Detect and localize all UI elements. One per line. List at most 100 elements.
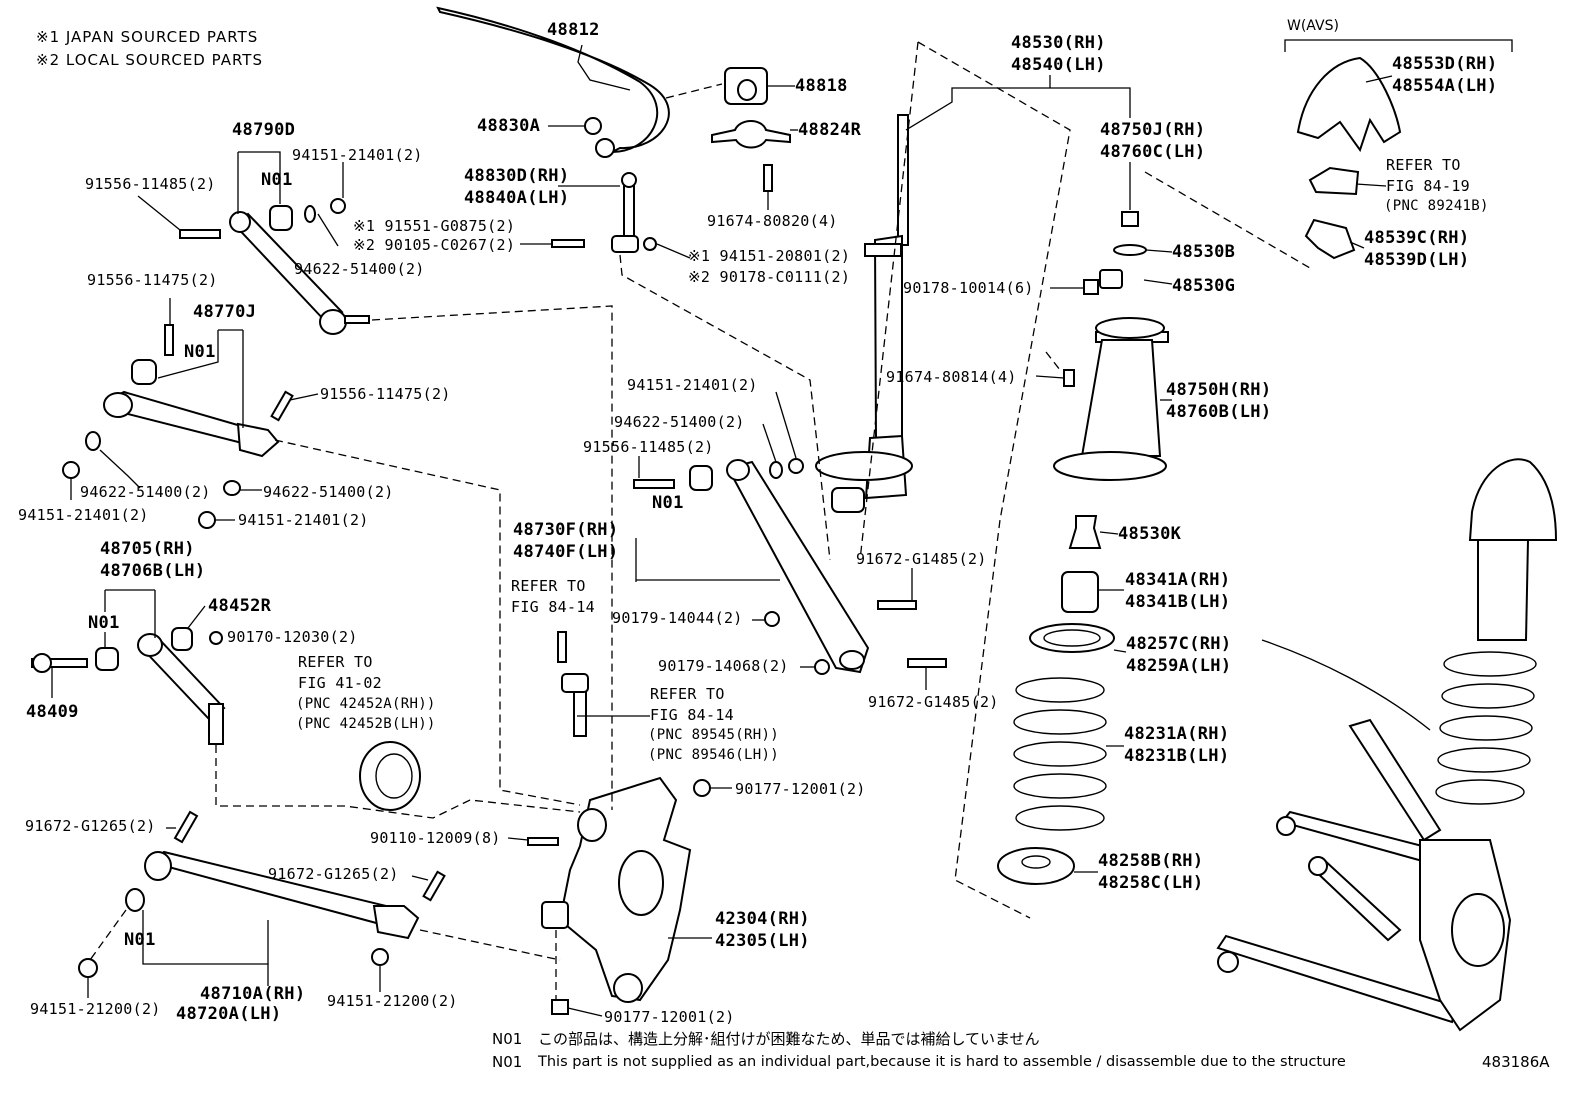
part-48720A-lh[interactable]: 48720A(LH) [176,1004,282,1024]
part-90177-12001-b[interactable]: 90177-12001(2) [604,1008,735,1026]
washer-94622-d[interactable] [769,461,783,479]
ref-fig-84-14b-line1[interactable]: REFER TO [650,685,725,703]
part-48540-lh[interactable]: 48540(LH) [1011,55,1106,75]
part-48760C-lh[interactable]: 48760C(LH) [1100,142,1206,162]
part-94151-21200-b[interactable]: 94151-21200(2) [327,992,458,1010]
nut-90170-12030[interactable] [209,631,223,645]
lower-spring-seat-48258B[interactable] [997,847,1075,885]
part-48830D-rh[interactable]: 48830D(RH) [464,166,570,186]
part-48710A-rh[interactable]: 48710A(RH) [200,984,306,1004]
bushing-N01-e[interactable] [689,465,713,491]
bushing-N01-a[interactable] [269,205,293,231]
spring-bumper-48341A[interactable] [1061,571,1099,613]
bolt-91556-11475-a[interactable] [164,324,174,356]
arm-48770J[interactable] [110,390,250,446]
bushing-48452R[interactable] [171,627,193,651]
part-91672-G1485-a[interactable]: 91672-G1485(2) [856,550,987,568]
part-91551-G0875[interactable]: ※1 91551-G0875(2) [353,217,516,235]
nut-94151-21401-d[interactable] [788,458,804,474]
part-48812[interactable]: 48812 [547,20,600,40]
part-48554A-lh[interactable]: 48554A(LH) [1392,76,1498,96]
part-91556-11485-a[interactable]: 91556-11485(2) [85,175,216,193]
part-91674-80820[interactable]: 91674-80820(4) [707,212,838,230]
part-48824R[interactable]: 48824R [798,120,862,140]
part-90170-12030[interactable]: 90170-12030(2) [227,628,358,646]
part-48830A[interactable]: 48830A [477,116,541,136]
bolt-91556-11475-b[interactable] [270,390,294,422]
part-48341A-rh[interactable]: 48341A(RH) [1125,570,1231,590]
nut-90179-14044[interactable] [764,611,780,627]
part-94151-20801[interactable]: ※1 94151-20801(2) [688,247,851,265]
part-48750J-rh[interactable]: 48750J(RH) [1100,120,1206,140]
part-94622-51400-b[interactable]: 94622-51400(2) [80,483,211,501]
part-91672-G1265-a[interactable]: 91672-G1265(2) [25,817,156,835]
nut-48750J[interactable] [1121,211,1139,227]
part-90177-12001-a[interactable]: 90177-12001(2) [735,780,866,798]
part-48750H-rh[interactable]: 48750H(RH) [1166,380,1272,400]
part-90179-14068[interactable]: 90179-14068(2) [658,657,789,675]
part-42305-lh[interactable]: 42305(LH) [715,931,810,951]
nut-90177-12001-b[interactable] [551,999,569,1015]
part-48258C-lh[interactable]: 48258C(LH) [1098,873,1204,893]
bolt-91674-80814[interactable] [1063,369,1075,387]
part-48818[interactable]: 48818 [795,76,848,96]
bolt-91674-80820[interactable] [763,164,773,192]
part-94622-51400-d[interactable]: 94622-51400(2) [614,413,745,431]
ref-fig-84-19-line2[interactable]: FIG 84-19 [1386,177,1470,195]
part-94151-21401-d[interactable]: 94151-21401(2) [627,376,758,394]
washer-94622-b[interactable] [85,431,101,451]
part-48740F-lh[interactable]: 48740F(LH) [513,542,619,562]
part-48706B-lh[interactable]: 48706B(LH) [100,561,206,581]
nut-94151-20801[interactable] [643,237,657,251]
insulator-48530G[interactable] [1099,269,1123,289]
ref-fig-41-02-line2[interactable]: FIG 41-02 [298,674,382,692]
nut-94151-21200-b[interactable] [371,948,389,966]
ref-fig-84-14a-line1[interactable]: REFER TO [511,577,586,595]
part-48530-rh[interactable]: 48530(RH) [1011,33,1106,53]
part-94622-51400-c[interactable]: 94622-51400(2) [263,483,394,501]
part-48530G[interactable]: 48530G [1172,276,1236,296]
part-48231A-rh[interactable]: 48231A(RH) [1124,724,1230,744]
bolt-90110-12009[interactable] [527,837,559,846]
sensor-bolt[interactable] [557,631,567,663]
part-48257C-rh[interactable]: 48257C(RH) [1126,634,1232,654]
shock-absorber-48530[interactable] [873,234,903,442]
part-90105-C0267[interactable]: ※2 90105-C0267(2) [353,236,516,254]
bolt-91672-G1485-b[interactable] [907,658,947,668]
ref-fig-84-14b-line2[interactable]: FIG 84-14 [650,706,734,724]
part-48258B-rh[interactable]: 48258B(RH) [1098,851,1204,871]
nut-94151-21401-c[interactable] [198,511,216,529]
bushing-N01-c[interactable] [95,647,119,671]
nut-94151-21200-a[interactable] [78,958,98,978]
coil-spring-48231A[interactable] [1013,677,1107,831]
washer-48530B[interactable] [1113,244,1147,256]
part-94151-21401-b[interactable]: 94151-21401(2) [18,506,149,524]
bound-stopper-48530K[interactable] [1068,515,1102,549]
washer-94622[interactable] [304,205,316,223]
bolt-91672-G1265-a[interactable] [173,810,199,844]
part-48840A-lh[interactable]: 48840A(LH) [464,188,570,208]
nut-94151-21401-b[interactable] [62,461,80,479]
bolt-91556-11485-a[interactable] [179,229,221,239]
part-48539C-rh[interactable]: 48539C(RH) [1364,228,1470,248]
bolt-91672-G1485-a[interactable] [877,600,917,610]
nut-94151-21401-a[interactable] [330,198,346,214]
part-48553D-rh[interactable]: 48553D(RH) [1392,54,1498,74]
part-42304-rh[interactable]: 42304(RH) [715,909,810,929]
upper-spring-seat-48257C[interactable] [1029,623,1115,653]
bolt-91551-G0875[interactable] [551,239,585,248]
part-91556-11475-b[interactable]: 91556-11475(2) [320,385,451,403]
stabilizer-bracket[interactable] [711,120,791,149]
part-48770J[interactable]: 48770J [193,302,257,322]
nut-90179-14068[interactable] [814,659,830,675]
nut-90178-10014[interactable] [1083,279,1099,295]
part-48341B-lh[interactable]: 48341B(LH) [1125,592,1231,612]
nut-90177-12001-a[interactable] [693,779,711,797]
part-90110-12009[interactable]: 90110-12009(8) [370,829,501,847]
assembled-suspension-view[interactable] [1216,458,1558,1032]
washer-94622-c[interactable] [223,480,241,496]
part-48259A-lh[interactable]: 48259A(LH) [1126,656,1232,676]
dust-seal-ring[interactable] [359,741,421,811]
part-91556-11485-b[interactable]: 91556-11485(2) [583,438,714,456]
bushing-N01-d[interactable] [125,888,145,912]
